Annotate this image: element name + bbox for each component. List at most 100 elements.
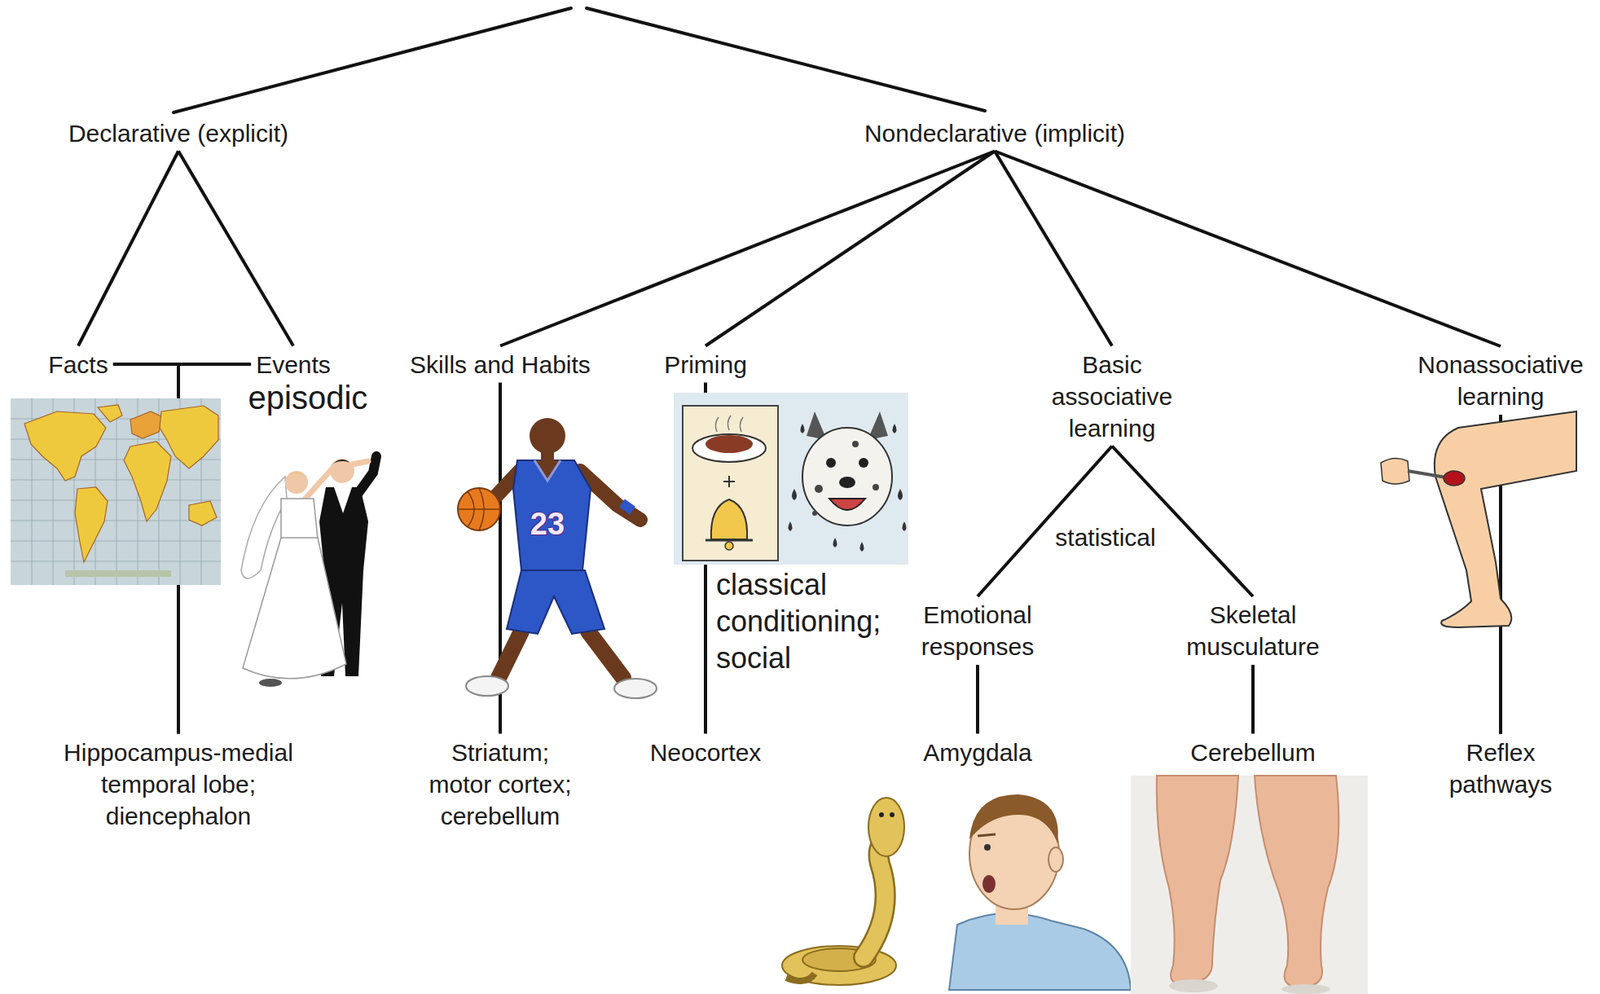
conditioning-panel-part [723,475,735,488]
conditioning-panel-part [839,476,856,488]
baby-legs-part [1156,775,1239,985]
baby-legs-part [1254,775,1339,988]
tree-root-lines [173,8,985,113]
annotation-label: classical conditioning; social [716,566,892,677]
world-map-part-part [10,500,221,502]
tree-root-line [586,8,985,111]
wedding-couple-part [285,471,308,481]
conditioning-panel-part-part [788,521,793,532]
snake-fear-scene-part [889,812,895,818]
tree-connector [78,151,179,347]
world-map-part-part [10,540,221,542]
knee-reflex-leg [1380,411,1577,628]
wedding-couple-part [281,498,318,540]
world-map-part-part [10,479,221,481]
node-label: Events [255,348,331,381]
knee-reflex-leg-part [1434,411,1577,628]
conditioning-panel-part-part [897,488,903,501]
basketball-player-part [619,498,636,515]
tree-root-line [173,8,572,113]
tree-connector [500,151,995,347]
tree-connector [977,446,1113,598]
snake-fear-scene-part [969,794,1059,844]
tree-node: Nondeclarative (implicit) [859,114,1130,152]
tree-connector [994,151,1113,347]
conditioning-panel-part-part [860,541,865,552]
conditioning-panel-part [705,539,753,542]
tree-node: Facts [43,346,113,383]
basketball-player-part [534,460,561,481]
node-label: Amygdala [923,736,1032,769]
snake-fear-scene-part [982,874,996,893]
basketball-player-part [457,487,501,531]
conditioning-panel-part [711,499,748,540]
tree-node: Reflex pathways [1438,734,1563,803]
wedding-couple-part [303,461,369,502]
annotation-label: episodic [248,378,369,417]
tree-node: Skeletal musculature [1170,596,1336,665]
knee-reflex-leg-part [1443,470,1465,486]
wedding-couple-part [242,537,347,679]
conditioning-panel-part [829,498,866,510]
conditioning-panel-part [673,392,909,565]
node-label: Striatum; motor cortex; cerebellum [421,736,581,832]
tree-node: Nonassociative learning [1408,346,1594,415]
world-map-part [10,398,221,585]
node-label: Facts [48,348,108,381]
annotation-label: statistical [1051,523,1159,553]
tree-node: Skills and Habits [404,346,596,383]
snake-fear-scene-part [949,913,1131,990]
snake-fear-scene-part [977,834,996,836]
conditioning-panel-part [852,440,859,448]
tree-node: Hippocampus-medial temporal lobe; dience… [39,734,318,835]
baby-legs-part [1169,979,1218,993]
basketball-player-part [588,631,624,678]
conditioning-panel-part [682,405,779,561]
tree-node: Neocortex [645,734,767,771]
wedding-couple-part [259,678,282,687]
world-map-part-part [24,411,106,481]
node-label: Basic associative learning [1042,348,1182,444]
node-label: Neocortex [650,736,762,769]
conditioning-panel-part [802,427,893,526]
world-map-part-part [74,487,108,563]
node-label: Skeletal musculature [1175,598,1331,663]
knee-reflex-leg-part [1407,470,1447,478]
basketball-player-part [465,676,509,696]
conditioning-panel-part [872,483,880,491]
snake-fear-scene-part [879,812,884,818]
world-map-part-part [116,398,118,585]
snake-fear-scene-part [786,973,815,981]
tree-connector [705,151,995,347]
basketball-player-part [513,460,591,571]
tree-node: Striatum; motor cortex; cerebellum [416,734,585,835]
world-map-part-part [189,501,217,526]
node-label: Hippocampus-medial temporal lobe; dience… [43,736,313,832]
conditioning-panel-part [705,435,753,453]
conditioning-panel-part-part [791,488,797,501]
node-label: Nonassociative learning [1413,348,1589,413]
node-label: Nondeclarative (implicit) [864,117,1126,150]
conditioning-panel-part-part [902,521,907,532]
conditioning-panel [673,392,909,565]
snake-fear-scene-part [868,797,905,857]
tree-node: Basic associative learning [1037,346,1187,447]
world-map-part-part [123,441,172,522]
node-label: Reflex pathways [1443,736,1558,800]
tree-node: Priming [659,346,752,383]
conditioning-panel-part-part [892,423,897,434]
basketball-player [457,417,657,699]
node-label: Skills and Habits [409,348,591,381]
basketball-player-part [457,487,501,531]
tree-node: Amygdala [918,734,1037,771]
world-map [10,398,221,585]
tree-connector [1112,446,1253,598]
baby-legs-part [1130,775,1368,994]
tree-connector [975,664,980,735]
wedding-couple [241,456,377,687]
basketball-player-part [506,570,605,634]
node-label: Declarative (explicit) [68,117,289,150]
world-map-part [10,398,221,585]
